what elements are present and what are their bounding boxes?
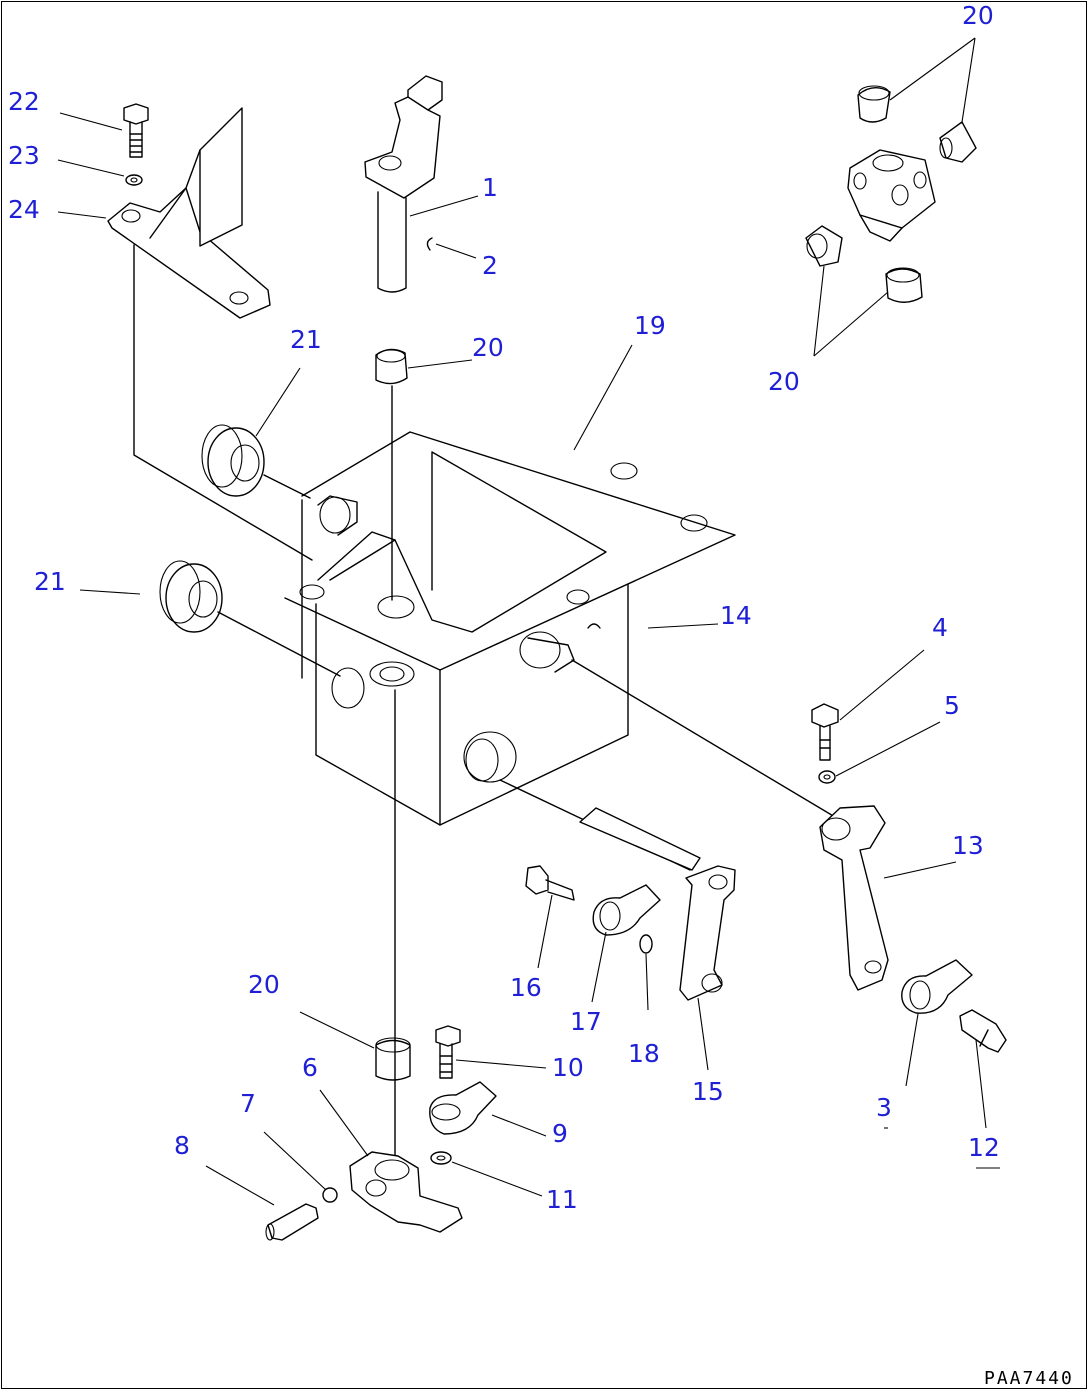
bracket-part-24 [107,107,313,561]
leader-lines [57,37,1000,1206]
universal-block-cluster [805,85,977,303]
callout-17: 17 [570,1007,602,1036]
bolt-part-4 [811,703,839,761]
washer-part-18 [639,934,653,954]
callout-20-cluster-bottom: 20 [768,367,800,396]
callout-18: 18 [628,1039,660,1068]
callout-20-top-bushing: 20 [472,333,504,362]
callout-7: 7 [240,1089,256,1118]
callout-16: 16 [510,973,542,1002]
yoke-part-6 [349,1151,463,1233]
callout-14: 14 [720,601,752,630]
rod-end-part-9 [429,1081,497,1135]
callout-24: 24 [8,195,40,224]
callout-3: 3 [876,1093,892,1122]
callout-22: 22 [8,87,40,116]
bushing-part-20-top [375,348,408,601]
washer-part-23 [125,174,143,186]
bolt-part-22 [123,103,149,158]
callout-12: 12 [968,1133,1000,1162]
callout-8: 8 [174,1131,190,1160]
bolt-part-8 [265,1203,319,1241]
washer-part-5 [818,770,836,784]
lever-arm-part-13 [571,659,889,991]
callout-2: 2 [482,251,498,280]
plug-part-14 [587,623,601,629]
callout-20-bottom-bushing: 20 [248,970,280,999]
callout-5: 5 [944,691,960,720]
callout-9: 9 [552,1119,568,1148]
callout-21-lower: 21 [34,567,66,596]
callout-20-cluster-top: 20 [962,1,994,30]
cotter-part-2 [426,237,433,251]
callout-21-upper: 21 [290,325,322,354]
callout-15: 15 [692,1077,724,1106]
housing-box-part [284,431,736,826]
lever-pin-part-1 [364,75,443,293]
callout-23: 23 [8,141,40,170]
washer-part-11 [430,1151,452,1165]
seal-part-21-lower [159,560,341,677]
callout-19: 19 [634,311,666,340]
bushing-part-20-bottom [375,689,411,1171]
bolt-part-16 [525,865,575,901]
callout-6: 6 [302,1053,318,1082]
callout-11: 11 [546,1185,578,1214]
callout-4: 4 [932,613,948,642]
rod-end-part-17 [592,884,661,936]
washer-part-7 [322,1187,338,1203]
seal-part-21-upper [201,424,311,499]
callout-10: 10 [552,1053,584,1082]
rod-end-part-3 [901,959,973,1014]
callout-13: 13 [952,831,984,860]
bolt-part-12 [959,1009,1007,1053]
bolt-part-10 [435,1025,461,1079]
lever-part-15 [499,779,736,1001]
callout-1: 1 [482,173,498,202]
drawing-reference-code: PAA7440 [984,1368,1074,1389]
callout-numbers: 22 23 24 1 2 20 20 20 20 21 21 19 14 4 5… [8,1,1000,1214]
